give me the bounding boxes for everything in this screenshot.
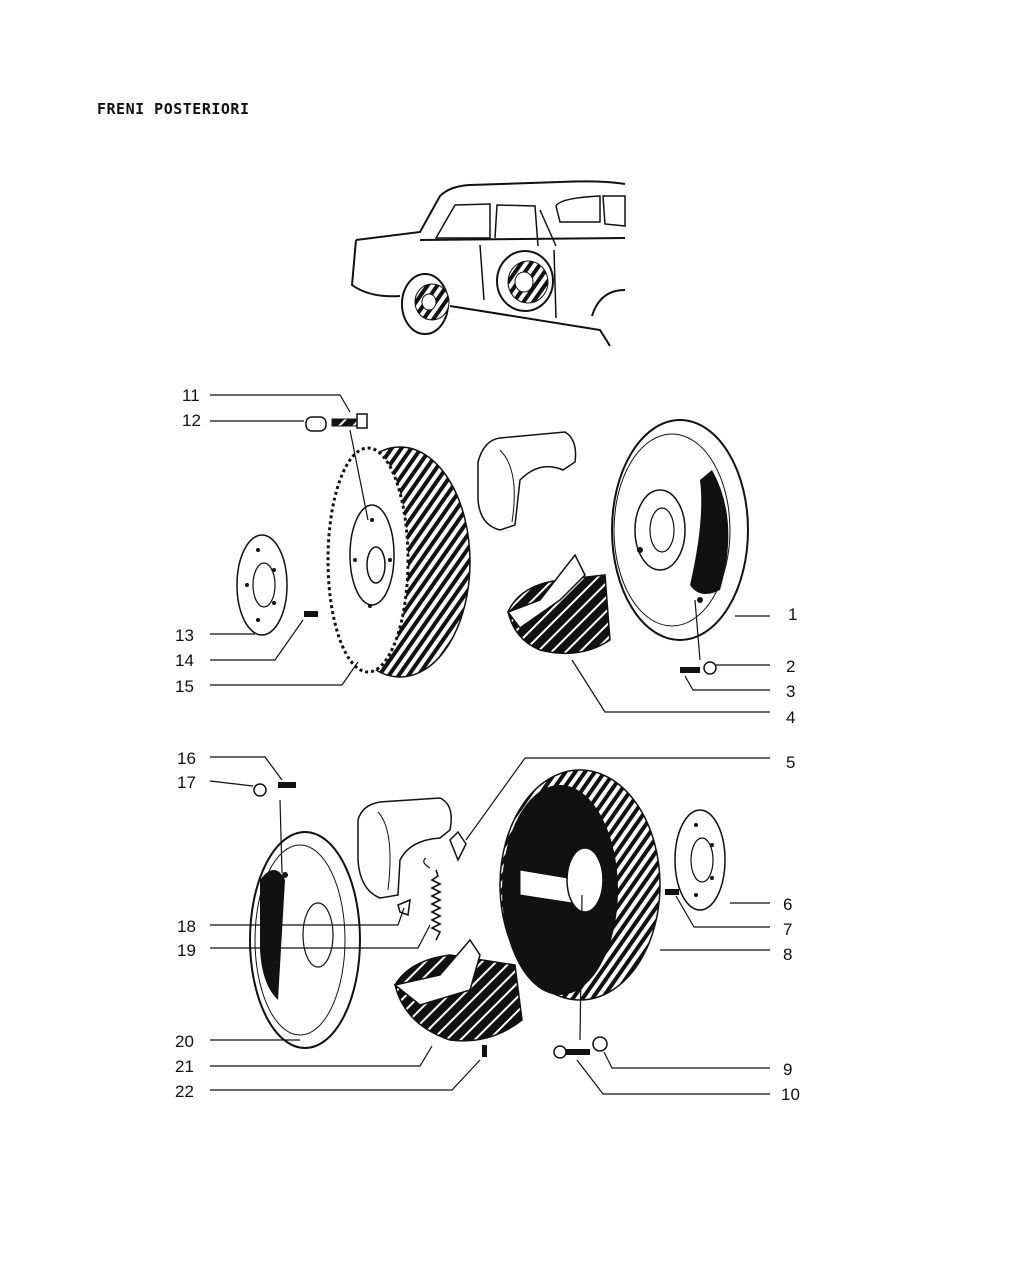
label-21: 21	[175, 1057, 194, 1076]
label-12: 12	[182, 411, 201, 430]
brake-shoe-upper-bottom	[506, 553, 611, 655]
label-2: 2	[786, 657, 795, 676]
small-parts-lower	[253, 782, 679, 1059]
label-6: 6	[783, 895, 792, 914]
brake-drum-lower	[499, 769, 661, 1001]
label-7: 7	[783, 920, 792, 939]
label-19: 19	[177, 941, 196, 960]
label-10: 10	[781, 1085, 800, 1104]
label-14: 14	[175, 651, 194, 670]
label-13: 13	[175, 626, 194, 645]
brake-shoe-upper-top	[477, 431, 577, 531]
label-9: 9	[783, 1060, 792, 1079]
brake-shoe-lower-bottom	[393, 938, 523, 1042]
brake-shoe-lower-top	[357, 797, 452, 899]
small-parts-upper	[304, 413, 717, 675]
leader-lines	[209, 394, 770, 1095]
label-20: 20	[175, 1032, 194, 1051]
label-18: 18	[177, 917, 196, 936]
label-8: 8	[783, 945, 792, 964]
label-4: 4	[786, 708, 795, 727]
backing-plate-upper	[611, 419, 749, 641]
backing-plate-lower	[249, 831, 361, 1049]
label-15: 15	[175, 677, 194, 696]
label-22: 22	[175, 1082, 194, 1101]
brake-drum-upper	[326, 446, 471, 678]
label-5: 5	[786, 753, 795, 772]
label-11: 11	[182, 386, 200, 405]
label-17: 17	[177, 773, 196, 792]
label-3: 3	[786, 682, 795, 701]
page-title: FRENI POSTERIORI	[97, 100, 250, 118]
label-1: 1	[788, 605, 797, 624]
spring-19	[423, 857, 442, 941]
car-illustration	[350, 180, 626, 347]
part-numbers: 11 12 1 2 3 4 13 14 15 5 16 17 18 19 6 7…	[175, 386, 800, 1104]
label-16: 16	[177, 749, 196, 768]
disc-6	[674, 809, 726, 911]
disc-13	[236, 534, 288, 636]
